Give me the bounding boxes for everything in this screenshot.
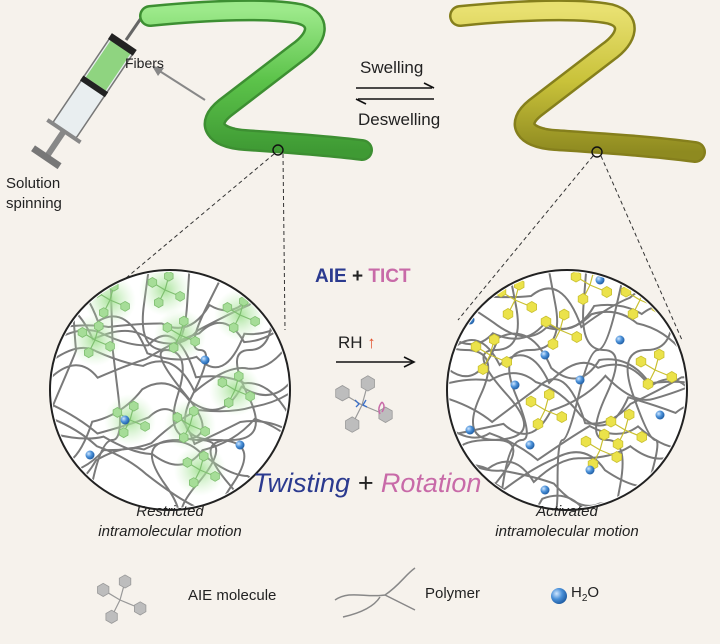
twisting-rotation-heading: Twisting + Rotation: [253, 468, 481, 499]
activated-network-circle: [446, 269, 688, 511]
water-h: H: [571, 584, 582, 601]
polymer-chain: [449, 348, 685, 425]
plus-sign: +: [351, 266, 364, 287]
aie-molecule-activated: [605, 408, 647, 450]
aie-molecule-activated: [580, 428, 622, 470]
polymer-chain: [449, 287, 685, 369]
aie-molecule-restricted: [217, 370, 255, 409]
polymer-chain: [52, 272, 288, 277]
aie-molecule-activated: [540, 308, 582, 350]
restricted-label: Restricted: [136, 503, 204, 520]
legend-water: H2O: [571, 584, 599, 604]
aie-molecule-restricted: [147, 272, 185, 309]
polymer-chain: [450, 374, 685, 436]
activated-label-2: intramolecular motion: [495, 523, 639, 540]
aie-molecule-restricted: [182, 450, 220, 489]
rh-text: RH: [338, 333, 363, 352]
aie-molecule-restricted: [162, 315, 200, 354]
polymer-chain: [449, 372, 685, 438]
solution-spinning-label: Solution: [6, 175, 61, 192]
aie-molecule-restricted: [77, 320, 115, 359]
aie-label: AIE: [315, 266, 347, 287]
tict-label: TICT: [368, 266, 411, 287]
water-legend-icon: [551, 588, 567, 604]
aie-tict-heading: AIE + TICT: [315, 266, 411, 288]
aie-molecule-activated: [635, 348, 677, 390]
polymer-legend-icon: [334, 567, 416, 618]
restricted-label-2: intramolecular motion: [98, 523, 242, 540]
water-o: O: [587, 584, 600, 601]
twisting-label: Twisting: [253, 468, 351, 498]
polymer-chain: [449, 303, 685, 346]
aie-molecule-legend-icon: [97, 574, 147, 624]
water-sub: 2: [581, 593, 588, 604]
aie-molecule-activated: [470, 333, 513, 375]
legend-aie-molecule: AIE molecule: [188, 587, 277, 604]
activated-label: Activated: [536, 503, 598, 520]
polymer-chain: [451, 339, 685, 389]
aie-molecule-restricted: [112, 400, 150, 439]
fibers-label: Fibers: [125, 55, 164, 71]
rotation-label: Rotation: [380, 468, 482, 498]
deswelling-label: Deswelling: [358, 110, 441, 129]
aie-molecule-restricted: [172, 405, 210, 444]
polymer-chain: [449, 418, 685, 462]
solution-spinning-label-2: spinning: [6, 195, 62, 212]
legend-polymer: Polymer: [425, 585, 481, 602]
rh-increase-arrow-icon: ↑: [367, 333, 376, 352]
aie-molecule-activated: [525, 388, 567, 430]
swelling-label: Swelling: [360, 58, 424, 77]
syringe-icon: [31, 7, 150, 170]
rh-label: RH ↑: [338, 333, 376, 353]
tict-molecule-icon: [335, 375, 393, 433]
plus-sign-2: +: [357, 468, 374, 498]
